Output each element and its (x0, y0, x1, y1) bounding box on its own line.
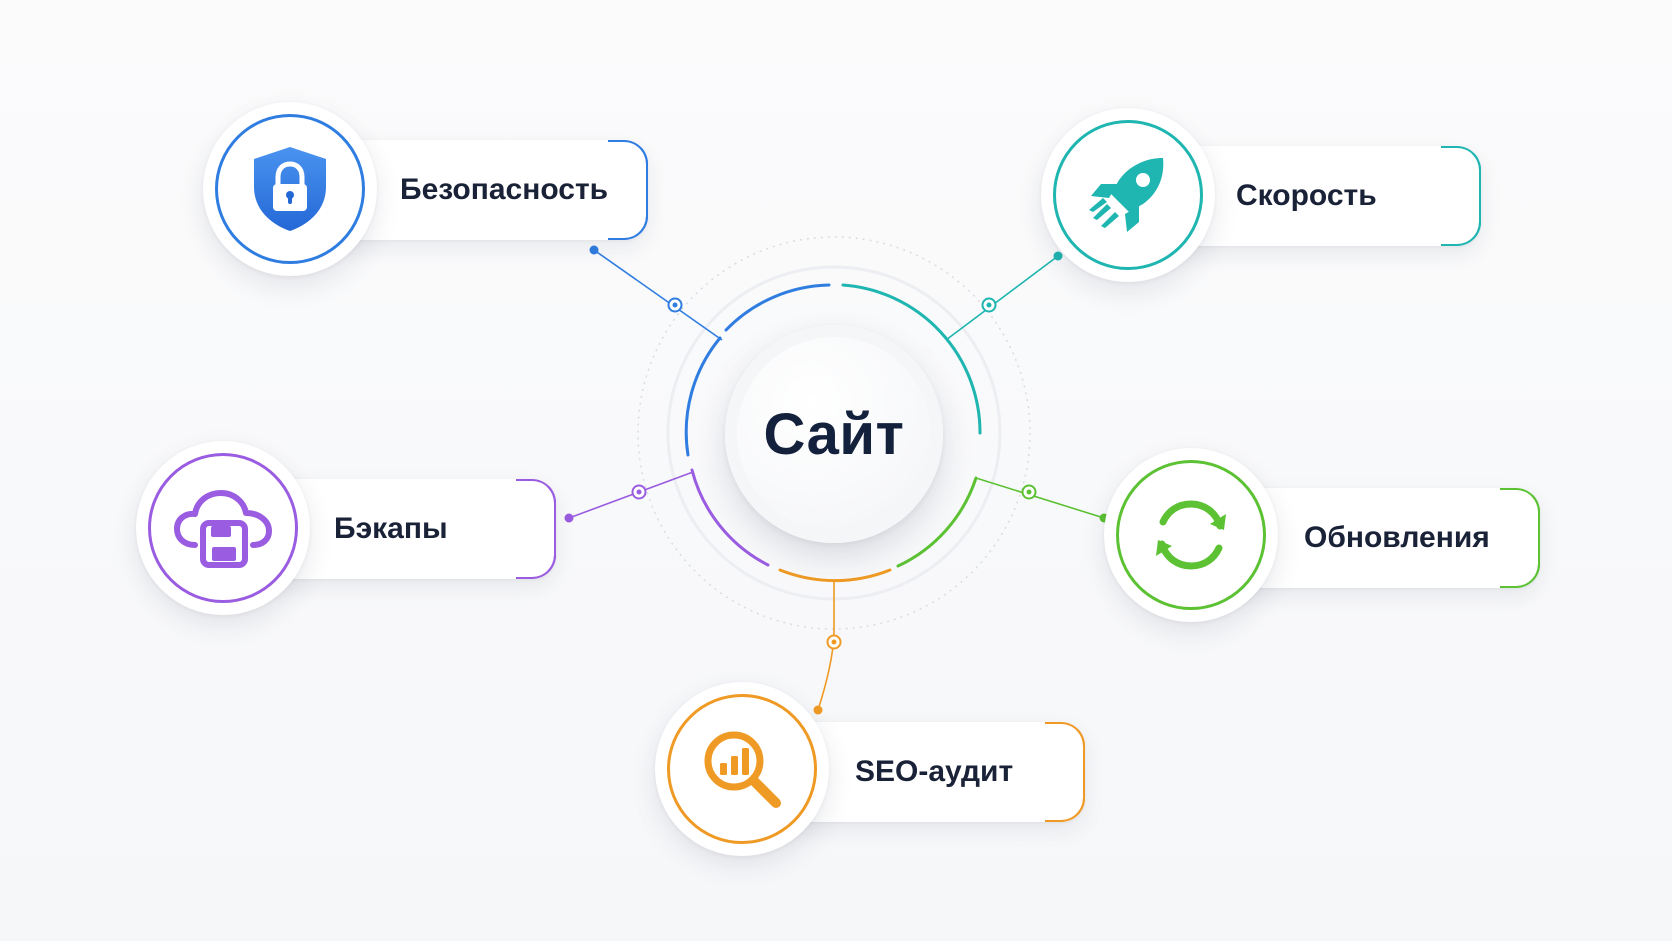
shield-lock-icon (254, 147, 326, 231)
connector-updates (975, 477, 1105, 519)
connector-dot-seo (813, 705, 823, 715)
magnifier-chart-icon (704, 731, 781, 808)
node-disc-updates (1104, 448, 1278, 622)
connector-dot-speed (1053, 251, 1063, 261)
connector-dot-security (589, 245, 599, 255)
node-disc-speed (1041, 108, 1215, 282)
connector-seo (817, 582, 835, 711)
node-label-security: Безопасность (400, 173, 609, 206)
node-backups[interactable]: Бэкапы (136, 441, 556, 615)
arc-teal (841, 283, 982, 435)
rocket-icon (1089, 158, 1164, 232)
node-seo[interactable]: SEO-аудит (655, 682, 1085, 856)
arc-blue (724, 283, 831, 332)
outer-dotted-ring (637, 236, 1031, 630)
refresh-icon (1156, 500, 1226, 570)
center-hub: Сайт (725, 325, 943, 543)
node-label-updates: Обновления (1304, 521, 1490, 554)
arc-blue-left (684, 336, 722, 457)
node-disc-seo (655, 682, 829, 856)
connector-speed (945, 255, 1059, 341)
node-updates[interactable]: Обновления (1104, 448, 1540, 622)
node-label-speed: Скорость (1236, 179, 1377, 212)
connector-backups (568, 471, 694, 519)
arc-purple (690, 468, 770, 567)
node-disc-backups (136, 441, 310, 615)
node-disc-security (203, 102, 377, 276)
node-label-backups: Бэкапы (334, 512, 448, 545)
cloud-floppy-icon (174, 490, 272, 568)
center-title: Сайт (763, 401, 905, 467)
arc-green (896, 476, 978, 568)
node-security[interactable]: Безопасность (203, 102, 648, 276)
arc-orange (778, 568, 892, 583)
node-label-seo: SEO-аудит (855, 755, 1014, 788)
connector-security (593, 249, 723, 341)
node-speed[interactable]: Скорость (1041, 108, 1481, 282)
connector-dot-backups (564, 513, 574, 523)
